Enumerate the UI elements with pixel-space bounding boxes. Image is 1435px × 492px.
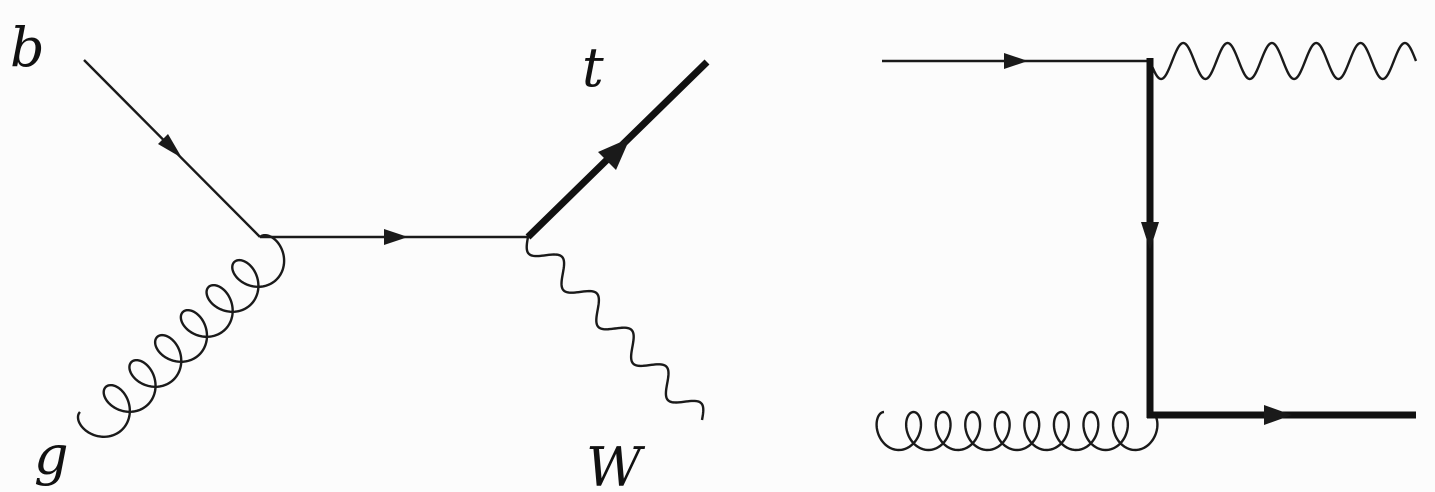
label-g: g xyxy=(34,424,69,487)
s-channel-diagram: b g t W xyxy=(10,16,710,492)
incoming-quark-arrow xyxy=(1004,53,1028,69)
outgoing-w-boson-wave xyxy=(525,236,705,421)
label-b: b xyxy=(10,16,45,79)
b-quark-arrow xyxy=(158,134,182,158)
t-channel-diagram xyxy=(875,41,1418,452)
label-w: W xyxy=(586,436,646,492)
top-quark-arrow xyxy=(1264,405,1292,425)
incoming-gluon-coil xyxy=(76,233,286,438)
outgoing-w-boson-wave xyxy=(1148,41,1418,81)
propagator-arrow xyxy=(384,229,408,245)
propagator-arrow xyxy=(1141,222,1159,250)
label-t: t xyxy=(582,36,604,99)
top-quark-arrow xyxy=(598,138,630,170)
incoming-gluon-coil xyxy=(875,410,1159,452)
